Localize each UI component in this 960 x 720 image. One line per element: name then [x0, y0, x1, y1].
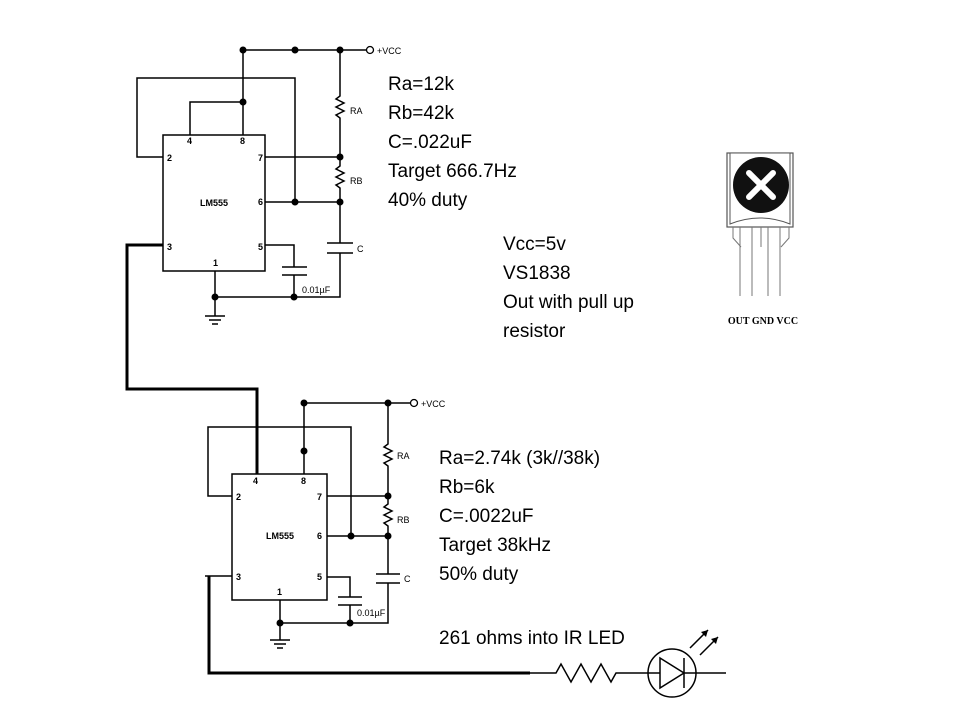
lower-note-target: Target 38kHz [439, 535, 551, 556]
supply-note-vcc: Vcc=5v [503, 234, 566, 255]
upper-pin-8: 8 [240, 136, 245, 146]
upper-note-ra: Ra=12k [388, 74, 455, 95]
lower-rb-label: RB [397, 515, 410, 525]
junction-dot [346, 619, 354, 627]
upper-ra-label: RA [350, 106, 363, 116]
vs1838-receiver: OUT GND VCC [726, 152, 798, 327]
lower-pin-1: 1 [277, 587, 282, 597]
upper-rb-label: RB [350, 176, 363, 186]
junction-dot [239, 98, 247, 106]
upper-pin-2: 2 [167, 153, 172, 163]
upper-pin4-wire [189, 101, 243, 135]
supply-notes: Vcc=5v VS1838 Out with pull up resistor [503, 230, 634, 346]
upper-notes: Ra=12k Rb=42k C=.022uF Target 666.7Hz 40… [388, 70, 517, 215]
upper-c-label: C [357, 244, 364, 254]
upper-vcc-label: +VCC [377, 46, 402, 56]
lower-c-label: C [404, 574, 411, 584]
lower-vcc-terminal [409, 398, 419, 408]
upper-note-rb: Rb=42k [388, 103, 455, 124]
lower-pin-5: 5 [317, 572, 322, 582]
upper-chip-label: LM555 [200, 198, 228, 208]
upper-pin-1: 1 [213, 258, 218, 268]
junction-dot [336, 198, 344, 206]
supply-note-resistor: resistor [503, 321, 566, 342]
receiver-pin-labels: OUT GND VCC [728, 316, 798, 327]
junction-dot [300, 447, 308, 455]
lower-ra-resistor [382, 403, 394, 496]
upper-c-capacitor [327, 242, 353, 254]
lower-555-circuit: LM555 4 8 2 3 7 6 5 1 +VCC RA RB C [207, 398, 446, 649]
upper-pin5-capacitor [265, 244, 307, 297]
upper-pin-4: 4 [187, 136, 192, 146]
lower-c-capacitor [376, 573, 400, 584]
lower-rb-resistor [382, 496, 394, 574]
lower-ground-icon [270, 639, 290, 649]
ir-led-icon [647, 629, 726, 698]
lower-chip-label: LM555 [266, 531, 294, 541]
upper-vcc-terminal [365, 45, 375, 55]
lower-pin-7: 7 [317, 492, 322, 502]
upper-pin-3: 3 [167, 242, 172, 252]
junction-dot [384, 532, 392, 540]
junction-dot [290, 293, 298, 301]
lower-vcc-label: +VCC [421, 399, 446, 409]
upper-ra-resistor [334, 50, 346, 157]
upper-note-target: Target 666.7Hz [388, 161, 517, 182]
junction-dot [291, 198, 299, 206]
lower-pin-3: 3 [236, 572, 241, 582]
supply-note-out: Out with pull up [503, 292, 634, 313]
junction-dot [276, 619, 284, 627]
upper-pin-5: 5 [258, 242, 263, 252]
lower-lm555-chip [231, 473, 328, 601]
lower-pin2-loop-wire [207, 426, 352, 536]
lower-ra-label: RA [397, 451, 410, 461]
upper-note-duty: 40% duty [388, 190, 468, 211]
led-series-resistor [530, 662, 648, 684]
upper-pin-7: 7 [258, 153, 263, 163]
junction-dot [347, 532, 355, 540]
lower-notes: Ra=2.74k (3k//38k) Rb=6k C=.0022uF Targe… [439, 444, 600, 589]
x-mark-icon [746, 170, 776, 200]
junction-dot [291, 46, 299, 54]
lower-note-c: C=.0022uF [439, 506, 534, 527]
lower-pin5-capacitor [327, 576, 362, 623]
upper-c-ground-wire [215, 253, 341, 298]
inter-stage-wire [125, 243, 259, 476]
lower-note-ra: Ra=2.74k (3k//38k) [439, 448, 601, 469]
lower-note-duty: 50% duty [439, 564, 519, 585]
upper-555-circuit: LM555 4 8 2 3 7 6 5 1 +VCC RA RB C [136, 45, 402, 325]
upper-pin-6: 6 [258, 197, 263, 207]
upper-lm555-chip [162, 134, 266, 272]
junction-dot [211, 293, 219, 301]
lower-pin-6: 6 [317, 531, 322, 541]
upper-pin2-loop-wire [136, 77, 296, 202]
lower-pin-8: 8 [301, 476, 306, 486]
lower-c-ground-wire [280, 583, 389, 624]
lower-pin-2: 2 [236, 492, 241, 502]
led-note: 261 ohms into IR LED [439, 628, 625, 649]
lower-pin-4: 4 [253, 476, 258, 486]
lower-note-rb: Rb=6k [439, 477, 495, 498]
upper-note-c: C=.022uF [388, 132, 472, 153]
upper-rb-resistor [334, 157, 346, 243]
supply-note-part: VS1838 [503, 263, 571, 284]
output-wire [207, 576, 530, 675]
upper-ground-icon [205, 315, 225, 325]
lower-cap-label: 0.01µF [357, 608, 386, 618]
upper-cap-label: 0.01µF [302, 285, 331, 295]
